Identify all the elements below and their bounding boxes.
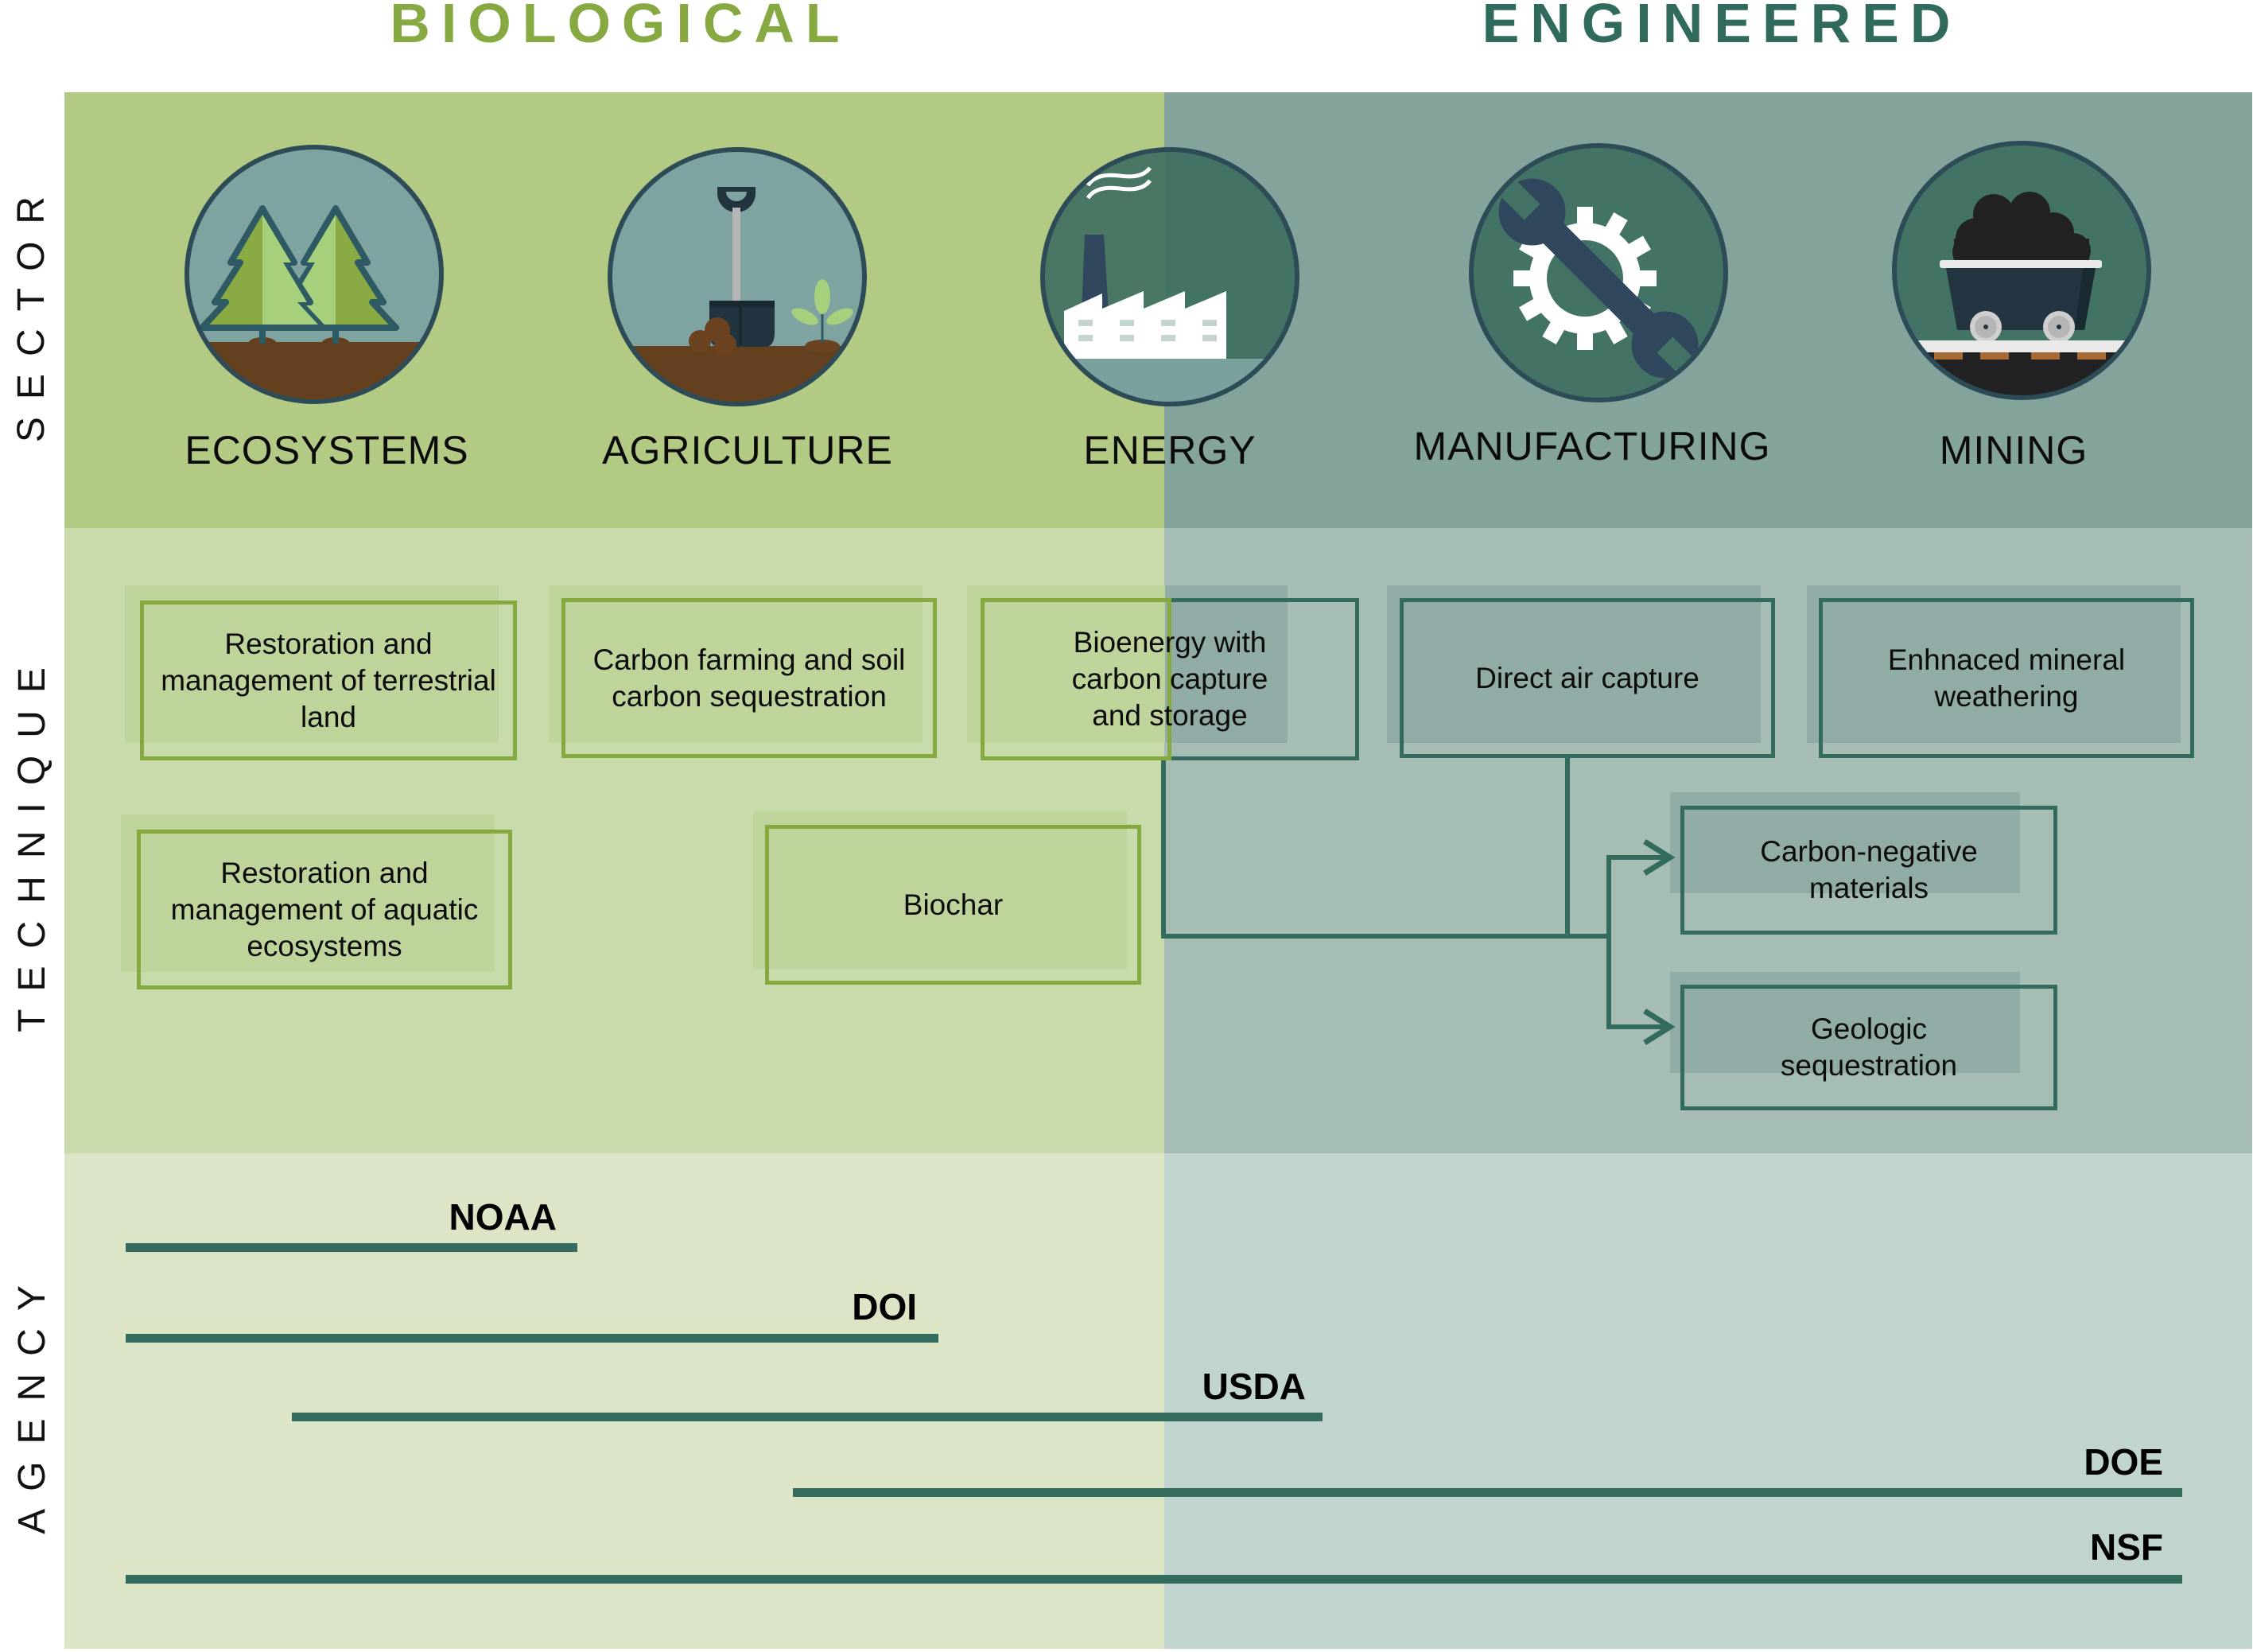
column-title-engineered: ENGINEERED [1482,0,1962,54]
agency-label-usda: USDA [1202,1366,1306,1407]
arrow-head-icon [1643,1009,1676,1045]
agency-bar-usda [292,1413,1323,1421]
technique-label: Geologic sequestration [1780,1013,1958,1082]
agency-label-nsf: NSF [2090,1526,2163,1568]
technique-label: Biochar [903,888,1004,921]
connector-branch [1606,855,1611,1029]
box-shadow [1387,585,1761,743]
row-label-sector: SECTOR [0,92,64,528]
agency-bar-nsf [126,1575,2182,1584]
connector-dac-down [1565,757,1570,939]
agency-label-doi: DOI [852,1286,917,1327]
technique-label: Restoration and management of terrestria… [161,627,496,733]
technique-carbon-farming: Carbon farming and soil carbon sequestra… [561,598,937,758]
mine-cart-icon [1892,141,2151,400]
arrow-head-icon [1643,839,1676,876]
agency-label-noaa: NOAA [449,1196,557,1238]
technique-label: Bioenergy with carbon capture and storag… [1071,626,1268,732]
gear-wrench-icon [1469,143,1728,402]
connector-to-materials [1606,855,1665,860]
connector-beccs-down [1161,760,1166,939]
agency-bar-doe [793,1488,2182,1497]
technique-aquatic-restoration: Restoration and management of aquatic ec… [137,830,512,989]
row-label-agency: AGENCY [0,1153,64,1649]
technique-label: Carbon farming and soil carbon sequestra… [592,643,906,713]
agency-label-doe: DOE [2084,1441,2163,1483]
box-shadow [1670,972,2020,1073]
row-label-sector-text: SECTOR [10,178,53,442]
technique-label: Enhnaced mineral weathering [1887,643,2126,713]
agency-bar-doi [126,1334,938,1343]
technique-enhanced-weathering: Enhnaced mineral weathering [1819,598,2194,758]
box-shadow [1807,585,2181,743]
technique-direct-air-capture: Direct air capture [1400,598,1775,758]
connector-horizontal [1161,934,1611,939]
row-label-technique: TECHNIQUE [0,528,64,1153]
pine-trees-icon [185,145,444,404]
sector-label-energy: ENERGY [1083,428,1257,472]
technique-carbon-negative-materials: Carbon-negative materials [1680,806,2057,935]
connector-to-geologic [1606,1024,1665,1029]
beccs-biological-border [981,598,1171,760]
column-title-biological: BIOLOGICAL [390,0,851,54]
sector-label-agriculture: AGRICULTURE [602,428,893,472]
box-shadow [121,814,495,972]
shovel-sprout-icon [608,147,867,406]
sector-label-mining: MINING [1939,428,2088,472]
technique-beccs: Bioenergy with carbon capture and storag… [981,598,1359,760]
sector-label-manufacturing: MANUFACTURING [1413,424,1771,468]
box-shadow [967,585,1165,743]
row-label-technique-text: TECHNIQUE [10,649,53,1032]
row-label-agency-text: AGENCY [10,1268,53,1534]
technique-geologic-sequestration: Geologic sequestration [1680,985,2057,1110]
technique-terrestrial-restoration: Restoration and management of terrestria… [140,601,517,760]
box-shadow [549,585,923,743]
factory-icon [1040,147,1299,406]
agency-band-biological [64,1153,1164,1649]
sector-label-ecosystems: ECOSYSTEMS [185,428,469,472]
box-shadow [1165,585,1288,743]
agency-band-engineered [1164,1153,2252,1649]
technique-label: Restoration and management of aquatic ec… [170,856,479,962]
technique-biochar: Biochar [765,825,1141,985]
technique-label: Direct air capture [1475,661,1699,694]
box-shadow [753,811,1127,969]
box-shadow [125,585,499,743]
technique-label: Carbon-negative materials [1760,835,1978,904]
agency-bar-noaa [126,1243,577,1252]
